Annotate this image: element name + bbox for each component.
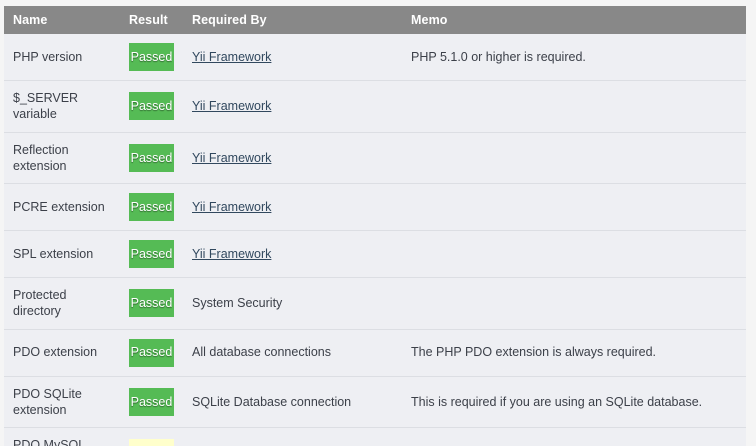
cell-memo: This is required if you are using an SQL… [402, 375, 746, 428]
cell-required-by: System Security [183, 277, 402, 330]
cell-memo [402, 183, 746, 231]
required-by-text: System Security [192, 296, 283, 311]
status-badge-passed: Passed [129, 240, 174, 268]
status-badge-passed: Passed [129, 143, 174, 172]
cell-result: Passed [120, 375, 183, 428]
cell-name: SPL extension [4, 230, 120, 278]
status-badge-warning: Warning [129, 439, 174, 446]
cell-name: PDO extension [4, 328, 120, 377]
cell-name: Protected directory [4, 277, 120, 330]
table-header: Name Result Required By Memo [4, 6, 746, 34]
cell-required-by: All database connections [183, 328, 402, 377]
required-by-text: SQLite Database connection [192, 394, 352, 409]
table-row: Protected directory Passed System Security [4, 277, 746, 330]
cell-name: PHP version [4, 34, 120, 81]
column-header-result: Result [120, 6, 183, 34]
cell-result: Warning [120, 427, 183, 446]
status-badge-passed: Passed [129, 338, 174, 367]
cell-result: Passed [120, 34, 183, 81]
required-by-link[interactable]: Yii Framework [192, 49, 272, 64]
table-row: PDO MySQL extensionWarning MySQL database… [4, 427, 746, 446]
cell-result: Passed [120, 277, 183, 330]
table-row: Reflection extension Passed Yii Framework [4, 131, 746, 184]
table-row: PHP version Passed Yii Framework PHP 5.1.0 … [4, 34, 746, 81]
table-row: $_SERVER variable Passed Yii Framework [4, 80, 746, 133]
required-by-link[interactable]: Yii Framework [192, 199, 272, 214]
cell-name: Reflection extension [4, 131, 120, 184]
cell-memo: The PHP PDO extension is always required… [402, 328, 746, 377]
cell-name: PDO SQLite extension [4, 375, 120, 428]
cell-memo: This is required if you are using a MySQ… [402, 427, 746, 446]
cell-name: PCRE extension [4, 183, 120, 231]
cell-memo [402, 230, 746, 278]
cell-result: Passed [120, 131, 183, 184]
required-by-link[interactable]: Yii Framework [192, 246, 272, 261]
cell-memo [402, 277, 746, 330]
required-by-link[interactable]: Yii Framework [192, 150, 272, 165]
cell-memo: PHP 5.1.0 or higher is required. [402, 34, 746, 81]
cell-required-by: Yii Framework [183, 183, 402, 231]
cell-name: PDO MySQL extension [4, 427, 120, 446]
status-badge-passed: Passed [129, 43, 174, 71]
cell-memo [402, 131, 746, 184]
cell-result: Passed [120, 183, 183, 231]
table-header-row: Name Result Required By Memo [4, 6, 746, 34]
cell-required-by: Yii Framework [183, 80, 402, 133]
cell-memo [402, 80, 746, 133]
status-badge-passed: Passed [129, 193, 174, 221]
cell-required-by: Yii Framework [183, 230, 402, 278]
status-badge-passed: Passed [129, 92, 174, 121]
column-header-required-by: Required By [183, 6, 402, 34]
table-row: PDO extension Passed All database connecti… [4, 328, 746, 377]
table-row: PCRE extension Passed Yii Framework [4, 183, 746, 231]
cell-result: Passed [120, 230, 183, 278]
requirements-table: Name Result Required By Memo PHP version… [4, 6, 746, 446]
cell-required-by: MySQL database connection [183, 427, 402, 446]
status-badge-passed: Passed [129, 387, 174, 416]
required-by-link[interactable]: Yii Framework [192, 99, 272, 114]
cell-result: Passed [120, 328, 183, 377]
column-header-name: Name [4, 6, 120, 34]
table-row: PDO SQLite extension Passed SQLite Databas… [4, 375, 746, 428]
status-badge-passed: Passed [129, 289, 174, 318]
required-by-text: All database connections [192, 345, 331, 360]
cell-name: $_SERVER variable [4, 80, 120, 133]
cell-required-by: Yii Framework [183, 131, 402, 184]
cell-result: Passed [120, 80, 183, 133]
cell-required-by: SQLite Database connection [183, 375, 402, 428]
cell-required-by: Yii Framework [183, 34, 402, 81]
column-header-memo: Memo [402, 6, 746, 34]
table-row: SPL extension Passed Yii Framework [4, 230, 746, 278]
